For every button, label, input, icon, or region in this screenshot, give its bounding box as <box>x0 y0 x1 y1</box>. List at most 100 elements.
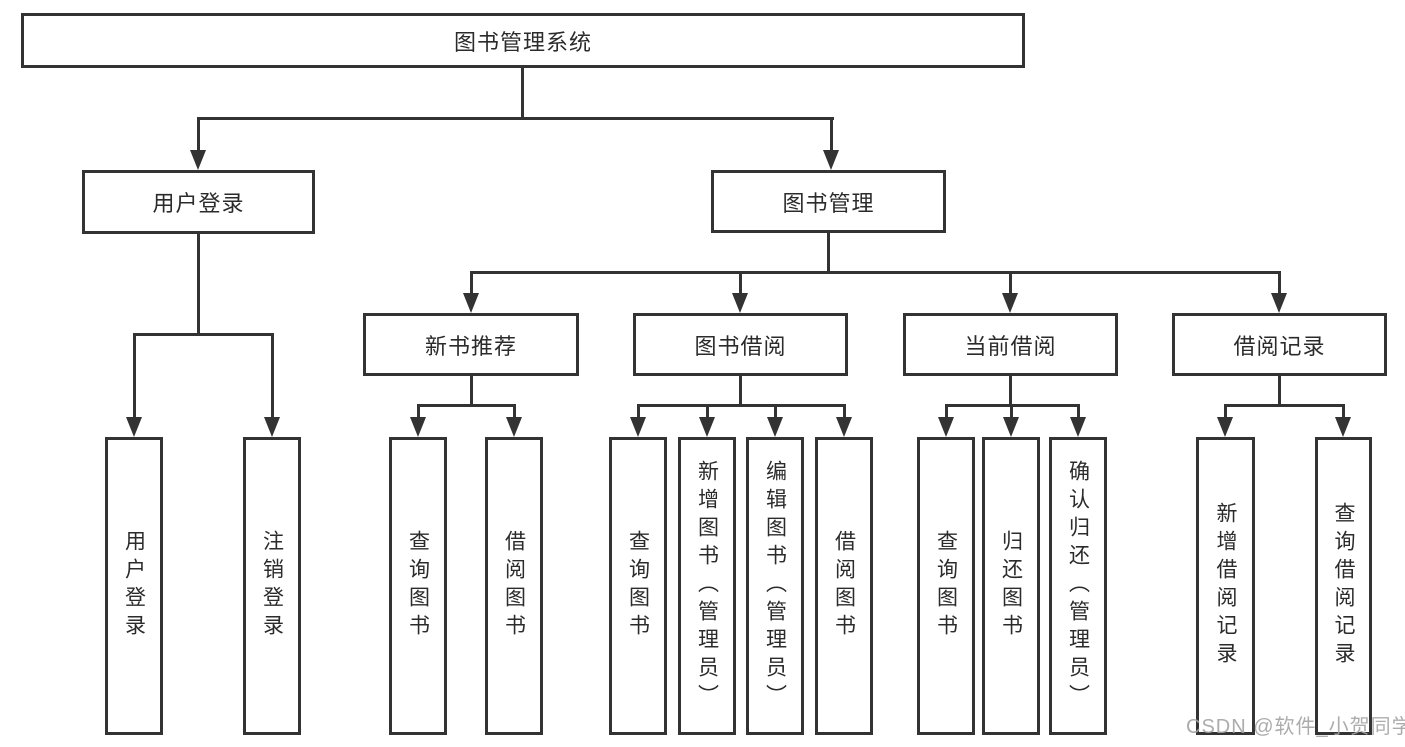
node-label: 新书推荐 <box>424 333 517 359</box>
leaf-return-book: 归还图书 <box>982 437 1040 735</box>
arrowhead-down <box>190 150 206 170</box>
node-book-management: 图书管理 <box>711 170 946 233</box>
node-label: 当前借阅 <box>964 333 1057 359</box>
leaf-logout: 注销登录 <box>243 437 301 735</box>
connector-line <box>1342 404 1345 419</box>
arrowhead-down <box>1002 293 1018 313</box>
connector-user-login-stub <box>197 234 200 335</box>
arrow-leaf <box>410 404 427 437</box>
arrowhead-down <box>410 417 426 437</box>
connector-line <box>1010 404 1013 419</box>
arrow-leaf <box>1217 404 1234 437</box>
node-label: 图书管理系统 <box>453 29 592 55</box>
arrowhead-down <box>1003 417 1019 437</box>
connector-line <box>1077 404 1080 419</box>
arrowhead-down <box>836 417 852 437</box>
connector-line <box>637 404 640 419</box>
node-label: 图书管理 <box>782 190 875 216</box>
arrowhead-down <box>1217 417 1233 437</box>
node-label: 图书借阅 <box>694 333 787 359</box>
connector-line <box>197 117 200 152</box>
node-label: 借阅记录 <box>1233 333 1326 359</box>
connector-new-book-stub <box>470 376 473 406</box>
node-label: 新增借阅记录 <box>1214 502 1238 670</box>
connector-current-borrow-stub <box>1009 376 1012 406</box>
connector-borrow-records-rail <box>1224 404 1345 407</box>
node-label: 查询借阅记录 <box>1332 502 1356 670</box>
connector-line <box>513 404 516 419</box>
leaf-borrow-book: 借阅图书 <box>815 437 873 735</box>
leaf-borrow-book-recommend: 借阅图书 <box>485 437 543 735</box>
arrow-to-book-management <box>823 117 840 170</box>
leaf-query-borrow-record: 查询借阅记录 <box>1315 437 1372 735</box>
arrow-to-borrow-records <box>1271 271 1288 313</box>
arrow-leaf <box>699 404 716 437</box>
arrow-leaf <box>1003 404 1020 437</box>
arrow-leaf <box>836 404 853 437</box>
arrowhead-down <box>823 150 839 170</box>
connector-line <box>774 404 777 419</box>
arrowhead-down <box>264 417 280 437</box>
arrowhead-down <box>767 417 783 437</box>
arrowhead-down <box>630 417 646 437</box>
connector-line <box>271 333 274 419</box>
leaf-add-borrow-record: 新增借阅记录 <box>1196 437 1255 735</box>
arrow-leaf <box>630 404 647 437</box>
arrow-leaf <box>767 404 784 437</box>
arrow-to-book-borrow <box>732 271 749 313</box>
connector-user-login-rail <box>133 333 274 336</box>
node-root-library-system: 图书管理系统 <box>21 13 1025 68</box>
connector-line <box>1224 404 1227 419</box>
node-label: 用户登录 <box>152 191 245 216</box>
arrow-to-current-borrow <box>1002 271 1019 313</box>
node-label: 归还图书 <box>999 530 1023 642</box>
leaf-user-login: 用户登录 <box>105 437 163 735</box>
arrowhead-down <box>938 417 954 437</box>
node-label: 新增图书（管理员） <box>695 460 719 712</box>
node-label: 确认归还（管理员） <box>1066 460 1090 712</box>
node-label: 借阅图书 <box>832 530 856 642</box>
arrowhead-down <box>1070 417 1086 437</box>
connector-book-management-stub <box>827 233 830 273</box>
node-label: 编辑图书（管理员） <box>763 460 787 712</box>
connector-line <box>133 333 136 419</box>
connector-line <box>843 404 846 419</box>
connector-level3-rail <box>470 271 1280 274</box>
arrow-to-login <box>126 333 143 437</box>
arrow-leaf <box>506 404 523 437</box>
connector-line <box>470 271 473 295</box>
arrow-to-new-book <box>463 271 480 313</box>
node-label: 借阅图书 <box>502 530 526 642</box>
connector-root-stub <box>521 68 524 119</box>
node-user-login: 用户登录 <box>82 170 315 234</box>
leaf-query-book-borrow: 查询图书 <box>609 437 667 735</box>
node-label: 查询图书 <box>934 530 958 642</box>
leaf-query-book-recommend: 查询图书 <box>389 437 447 735</box>
connector-line <box>706 404 709 419</box>
connector-line <box>1009 271 1012 295</box>
connector-borrow-records-stub <box>1278 376 1281 406</box>
arrowhead-down <box>463 293 479 313</box>
node-label: 查询图书 <box>626 530 650 642</box>
arrow-leaf <box>1070 404 1087 437</box>
arrowhead-down <box>732 293 748 313</box>
connector-line <box>1278 271 1281 295</box>
arrowhead-down <box>126 417 142 437</box>
node-book-borrow: 图书借阅 <box>633 313 848 376</box>
connector-new-book-rail <box>417 404 516 407</box>
connector-line <box>945 404 948 419</box>
connector-book-borrow-rail <box>637 404 846 407</box>
leaf-query-book-current: 查询图书 <box>917 437 975 735</box>
connector-line <box>417 404 420 419</box>
leaf-edit-book-admin: 编辑图书（管理员） <box>746 437 804 735</box>
node-new-book-recommend: 新书推荐 <box>363 313 579 376</box>
arrowhead-down <box>699 417 715 437</box>
arrowhead-down <box>1335 417 1351 437</box>
arrow-to-logout <box>264 333 281 437</box>
arrow-leaf <box>938 404 955 437</box>
connector-line <box>739 271 742 295</box>
csdn-watermark: CSDN @软件_小贺同学 <box>1186 716 1405 738</box>
connector-level2-rail <box>197 117 834 120</box>
arrowhead-down <box>1271 293 1287 313</box>
